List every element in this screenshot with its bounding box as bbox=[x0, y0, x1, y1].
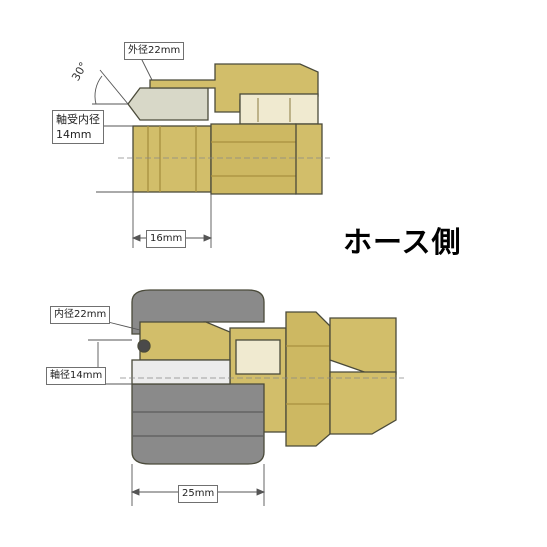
bearing-label-line1: 軸受内径 bbox=[56, 113, 100, 126]
shaft-diameter-label: 軸径14mm bbox=[46, 367, 107, 385]
bottom-rubber-lower bbox=[131, 383, 265, 465]
bottom-length-label: 25mm bbox=[178, 485, 219, 503]
top-length-label: 16mm bbox=[146, 230, 187, 248]
top-angle-guides bbox=[92, 69, 129, 105]
bottom-o-ring bbox=[137, 339, 151, 353]
outer-diameter-label: 外径22mm bbox=[124, 42, 185, 60]
top-hex-nut bbox=[210, 123, 311, 195]
bearing-inner-diameter-label: 軸受内径 14mm bbox=[52, 110, 104, 144]
top-right-body bbox=[295, 123, 323, 195]
page-title: ホース側 bbox=[343, 225, 462, 259]
bottom-fitting bbox=[120, 289, 404, 465]
bottom-dimensions bbox=[88, 321, 266, 506]
bearing-label-line2: 14mm bbox=[56, 128, 92, 141]
inner-diameter-label: 内径22mm bbox=[50, 306, 111, 324]
bottom-shaft bbox=[131, 359, 231, 385]
bottom-right-tail bbox=[329, 317, 397, 375]
bottom-right-lower bbox=[329, 371, 397, 435]
bottom-hex-nut bbox=[285, 311, 331, 447]
top-threaded-body bbox=[132, 125, 212, 193]
bottom-brass-inner bbox=[139, 321, 231, 361]
top-fitting bbox=[118, 63, 330, 195]
top-nozzle-tip bbox=[127, 87, 209, 121]
bottom-bore bbox=[235, 339, 281, 375]
top-bore bbox=[239, 93, 319, 125]
